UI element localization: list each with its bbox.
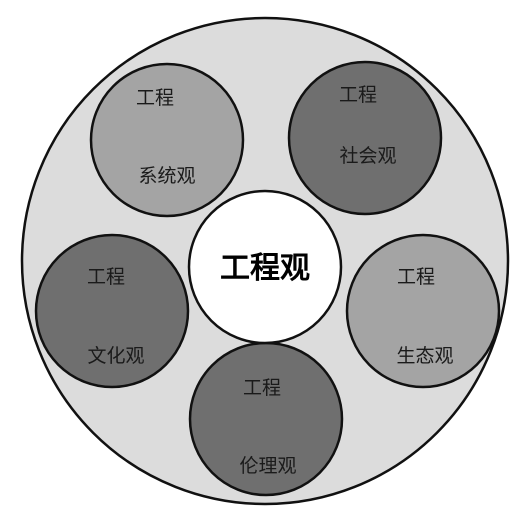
node-ecology-circle bbox=[345, 233, 501, 389]
center-circle bbox=[187, 189, 343, 345]
node-ecology-line2: 生态观 bbox=[396, 345, 453, 367]
node-culture-circle bbox=[34, 233, 190, 389]
node-system-line1: 工程 bbox=[136, 87, 174, 109]
node-system-view: 工程 系统观 bbox=[89, 62, 245, 218]
node-culture-view: 工程 文化观 bbox=[34, 233, 190, 389]
node-ethics-line1: 工程 bbox=[243, 377, 281, 399]
node-culture-line1: 工程 bbox=[87, 266, 125, 288]
node-culture-line2: 文化观 bbox=[87, 345, 144, 367]
node-system-line2: 系统观 bbox=[138, 165, 195, 187]
node-ethics-line2: 伦理观 bbox=[239, 455, 296, 477]
node-social-circle bbox=[287, 60, 443, 216]
center-node: 工程观 bbox=[187, 189, 343, 345]
node-ecology-line1: 工程 bbox=[397, 266, 435, 288]
center-label: 工程观 bbox=[220, 251, 310, 286]
node-social-line1: 工程 bbox=[339, 84, 377, 106]
node-ecology-view: 工程 生态观 bbox=[345, 233, 501, 389]
node-system-circle bbox=[89, 62, 245, 218]
node-social-line2: 社会观 bbox=[339, 145, 396, 167]
node-social-view: 工程 社会观 bbox=[287, 60, 443, 216]
node-ethics-view: 工程 伦理观 bbox=[188, 341, 344, 497]
